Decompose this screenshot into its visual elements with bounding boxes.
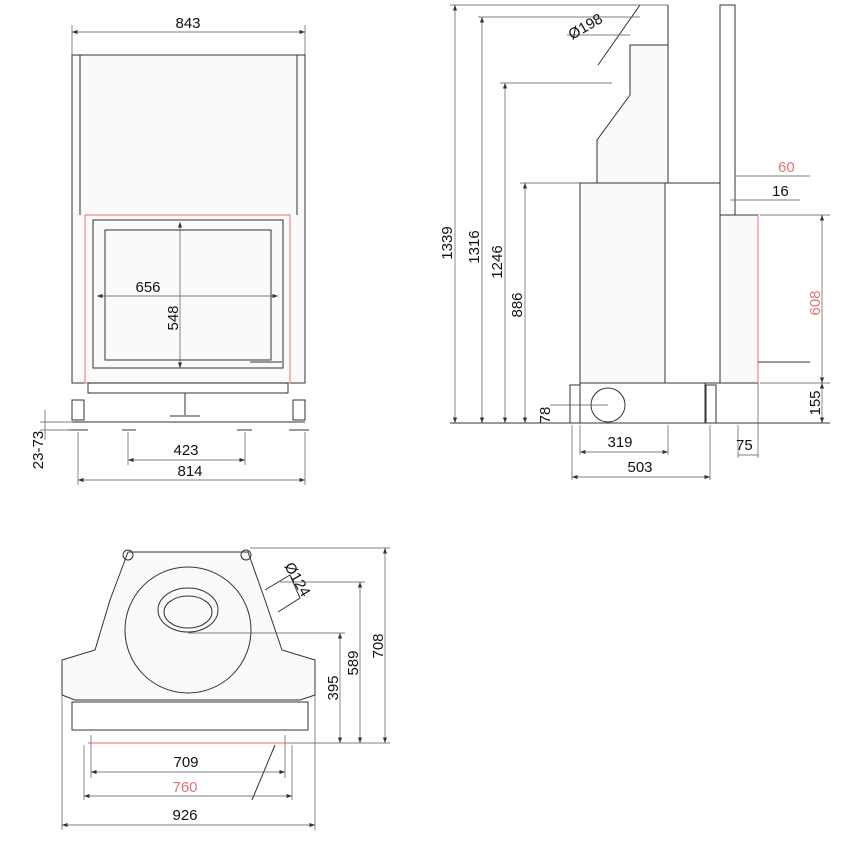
dim-air-diameter: Ø124 <box>281 560 314 600</box>
dim-overall-width-top: 926 <box>172 807 197 824</box>
dim-glass-width: 656 <box>135 279 160 296</box>
front-frame <box>71 701 309 731</box>
dim-opening-width: 709 <box>173 754 198 771</box>
side-door <box>719 214 759 384</box>
flue-collar <box>596 5 669 184</box>
top-outline <box>61 551 316 701</box>
dim-feet-outer: 814 <box>177 463 202 480</box>
dim-overall-depth-top: 708 <box>370 633 387 658</box>
dim-overall-depth: 503 <box>627 459 652 476</box>
dim-inlet-depth: 395 <box>325 675 342 700</box>
dim-flue-diameter: Ø198 <box>566 10 606 43</box>
dim-height-total: 1339 <box>439 226 456 259</box>
dim-feet-inner: 423 <box>173 442 198 459</box>
firebox-body <box>579 182 666 384</box>
dim-door-base: 155 <box>807 390 824 415</box>
dim-frame-width: 760 <box>172 779 197 796</box>
adjustable-feet <box>68 399 309 431</box>
dim-height-body: 886 <box>509 292 526 317</box>
side-view: 1339 1316 1246 886 Ø198 60 16 608 155 78… <box>439 4 830 480</box>
dim-front-offset: 75 <box>736 437 753 454</box>
dim-frame-offset: 16 <box>772 183 789 200</box>
dim-height-flue-top: 1316 <box>466 230 483 263</box>
flue-outlet <box>157 587 219 633</box>
dim-foot-adjustment: 23-73 <box>30 431 47 469</box>
flue-ring <box>124 566 252 694</box>
dim-overall-width: 843 <box>175 15 200 32</box>
top-view: Ø124 395 589 708 709 760 926 <box>61 547 390 830</box>
door <box>92 219 284 369</box>
dim-glass-height: 548 <box>165 305 182 330</box>
fireplace-body <box>71 54 306 384</box>
dim-air-inlet-height: 78 <box>537 407 554 424</box>
dim-flue-depth: 589 <box>345 650 362 675</box>
front-view: 843 656 548 423 814 23-73 <box>30 15 309 485</box>
dim-height-flue-axis: 1246 <box>489 245 506 278</box>
dim-frame-depth: 60 <box>778 159 795 176</box>
dim-door-height: 608 <box>807 290 824 315</box>
dim-feet-depth: 319 <box>607 434 632 451</box>
